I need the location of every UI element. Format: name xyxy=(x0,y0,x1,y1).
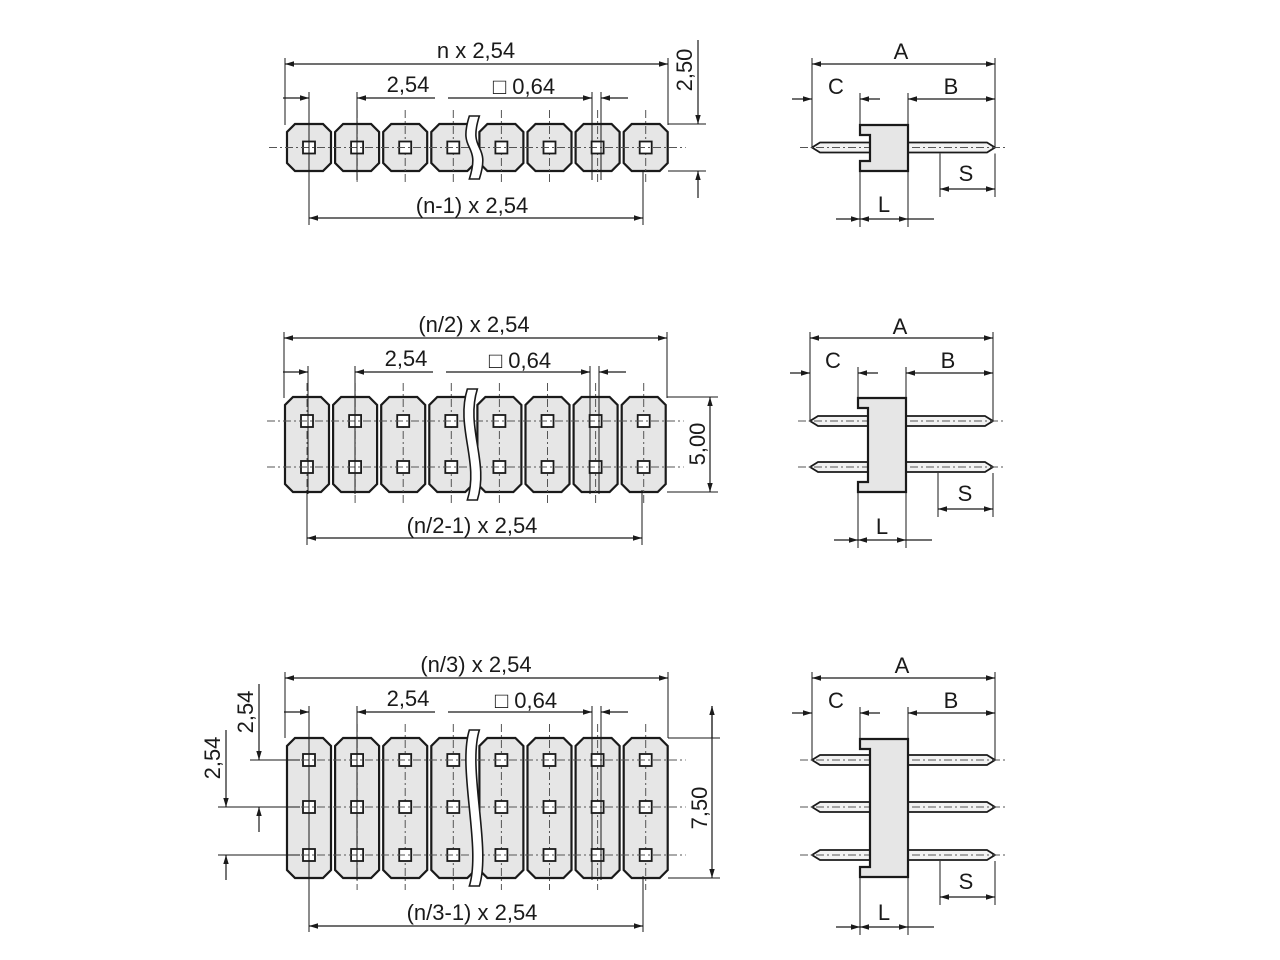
side-view-triple-row xyxy=(792,672,1007,935)
label-pin-size: □ 0,64 xyxy=(493,74,555,99)
break-symbol xyxy=(465,115,484,180)
top-view-triple-row xyxy=(269,724,686,890)
dimensions-double-row: (n/2) x 2,54 2,54 □ 0,64 5,00 (n/2-1) x … xyxy=(283,312,718,545)
label-pin-span: (n/3-1) x 2,54 xyxy=(407,900,538,925)
label-pitch: 2,54 xyxy=(385,346,428,371)
break-symbol xyxy=(463,388,482,501)
label-B: B xyxy=(944,74,959,99)
dimensions-single-row: n x 2,54 2,54 □ 0,64 2,50 (n-1) x 2,54 xyxy=(283,38,706,225)
label-pitch: 2,54 xyxy=(387,686,430,711)
label-L: L xyxy=(876,514,888,539)
label-A: A xyxy=(893,314,908,339)
label-L: L xyxy=(878,192,890,217)
label-pin-span: (n-1) x 2,54 xyxy=(416,193,529,218)
label-vertical-pitch: 2,54 xyxy=(200,737,225,780)
label-C: C xyxy=(828,74,844,99)
top-view-single-row xyxy=(269,110,686,183)
dimensions-triple-row: (n/3) x 2,54 2,54 □ 0,64 7,50 2,54 2,54 … xyxy=(200,652,720,932)
label-A: A xyxy=(895,653,910,678)
label-L: L xyxy=(878,900,890,925)
label-C: C xyxy=(825,348,841,373)
label-C: C xyxy=(828,688,844,713)
label-pin-span: (n/2-1) x 2,54 xyxy=(407,513,538,538)
label-pitch: 2,54 xyxy=(387,72,430,97)
top-view-double-row xyxy=(267,383,684,504)
label-height: 5,00 xyxy=(685,423,710,466)
label-pin-size: □ 0,64 xyxy=(489,348,551,373)
label-total-length: n x 2,54 xyxy=(437,38,515,63)
label-vertical-pitch: 2,54 xyxy=(233,691,258,734)
label-height: 2,50 xyxy=(672,49,697,92)
side-view-single-row xyxy=(792,58,1007,227)
label-S: S xyxy=(958,481,973,506)
break-symbol xyxy=(465,729,484,887)
insulator-body xyxy=(856,396,908,494)
label-total-length: (n/3) x 2,54 xyxy=(420,652,531,677)
label-height: 7,50 xyxy=(687,787,712,830)
label-B: B xyxy=(944,688,959,713)
label-S: S xyxy=(959,161,974,186)
side-view-double-row xyxy=(790,332,1005,548)
label-total-length: (n/2) x 2,54 xyxy=(418,312,529,337)
side-view-labels: A C B S L A C B S L A C B S L xyxy=(825,39,973,925)
label-B: B xyxy=(941,348,956,373)
label-pin-size: □ 0,64 xyxy=(495,688,557,713)
label-A: A xyxy=(894,39,909,64)
label-S: S xyxy=(959,869,974,894)
